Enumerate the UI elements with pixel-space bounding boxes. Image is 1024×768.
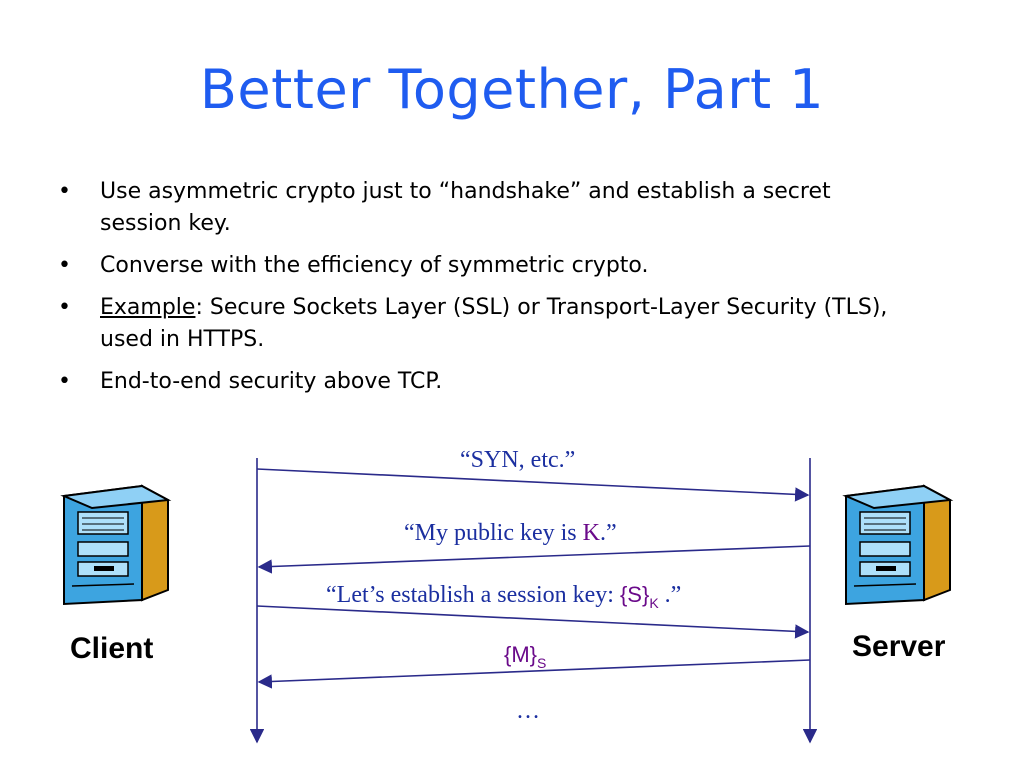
message-ellipsis: … <box>516 698 540 725</box>
message-encrypted: {M}S <box>504 642 546 671</box>
server-computer-icon <box>842 484 954 606</box>
message-syn: “SYN, etc.” <box>460 447 575 474</box>
message-ellipsis-text: … <box>516 698 540 724</box>
message-syn-text: “SYN, etc.” <box>460 447 576 473</box>
bullet-text: Converse with the efficiency of symmetri… <box>100 253 649 278</box>
bullet-dot: • <box>58 295 71 320</box>
server-label: Server <box>852 630 946 663</box>
session-key-subscript: K <box>649 594 659 611</box>
bullet-item: • Example: Secure Sockets Layer (SSL) or… <box>56 292 916 356</box>
slide-title: Better Together, Part 1 <box>199 58 825 121</box>
bullet-prefix-example: Example <box>100 295 196 320</box>
bullet-text: : Secure Sockets Layer (SSL) or Transpor… <box>100 295 888 352</box>
bullet-dot: • <box>58 253 71 278</box>
message-public-key-post: .” <box>599 520 617 546</box>
bullet-dot: • <box>58 369 71 394</box>
client-computer-icon <box>60 484 172 606</box>
arrow-public-key <box>257 545 811 574</box>
bullet-item: • End-to-end security above TCP. <box>56 366 916 398</box>
encrypted-message-symbol: {M} <box>504 642 538 667</box>
message-session-key-post: .” <box>658 582 682 608</box>
encrypted-message-subscript: S <box>537 654 547 671</box>
public-key-k: K <box>582 520 600 546</box>
message-session-key-pre: “Let’s establish a session key: <box>326 582 620 608</box>
message-session-key: “Let’s establish a session key: {S}K .” <box>326 582 681 611</box>
bullet-dot: • <box>58 179 71 204</box>
bullet-text: Use asymmetric crypto just to “handshake… <box>100 179 831 236</box>
bullet-item: • Use asymmetric crypto just to “handsha… <box>56 176 916 240</box>
bullet-text: End-to-end security above TCP. <box>100 369 443 394</box>
bullet-list: • Use asymmetric crypto just to “handsha… <box>56 176 916 408</box>
session-key-symbol: {S} <box>619 582 650 607</box>
message-public-key-pre: “My public key is <box>404 520 583 546</box>
bullet-item: • Converse with the efficiency of symmet… <box>56 250 916 282</box>
message-public-key: “My public key is K.” <box>404 520 617 547</box>
client-label: Client <box>70 632 154 665</box>
